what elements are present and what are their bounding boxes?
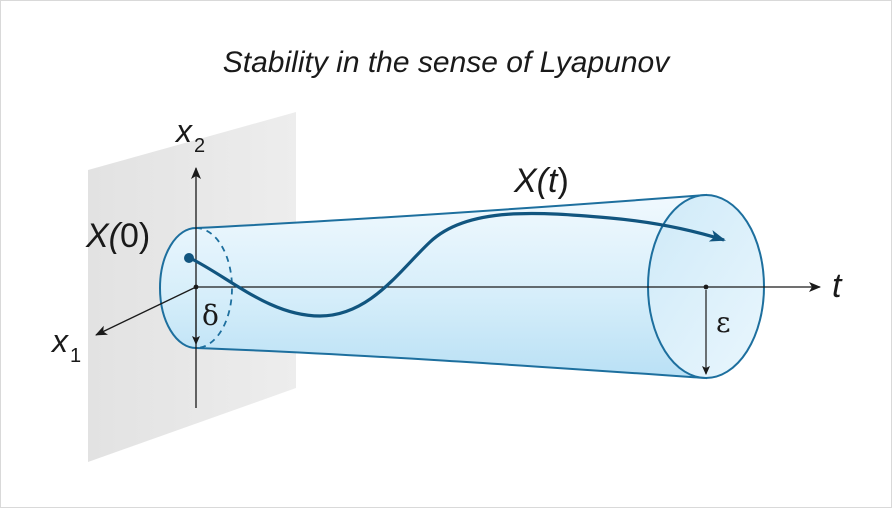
initial-state-label: X(0) [85,217,150,255]
diagram-title: Stability in the sense of Lyapunov [222,46,670,79]
center-point-end [703,284,709,290]
t-axis-label: t [832,267,843,305]
trajectory-label: X(t) [513,162,569,200]
initial-state-point [184,253,194,263]
trajectory-curve [189,211,726,318]
delta-label: δ [202,299,219,332]
epsilon-label: ε [716,306,731,339]
origin-point [193,284,199,290]
x1-axis [95,286,197,336]
delta-ring-dashed [195,227,233,349]
